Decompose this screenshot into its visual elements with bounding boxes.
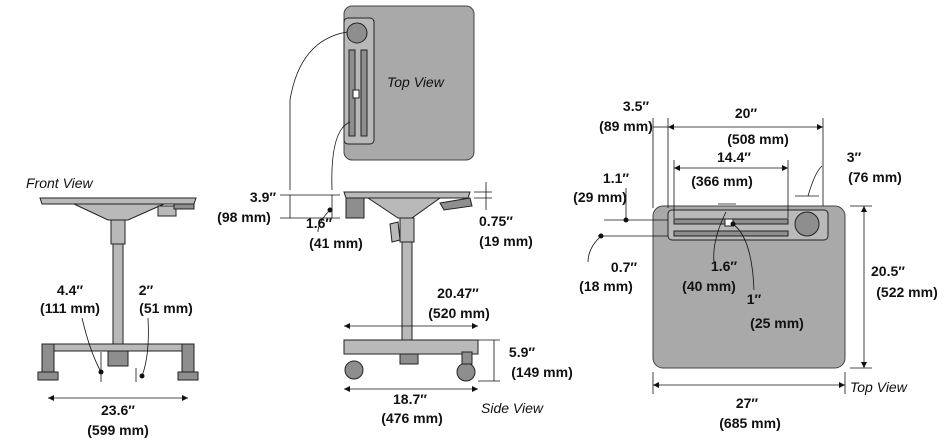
surface-depth-mm: (522 mm) [876,284,937,300]
side-base [343,339,479,355]
front-handle [173,203,195,210]
top-offset-in: 3.9″ [250,189,276,205]
surface-depth-in: 20.5″ [871,263,905,279]
front-right-caster [177,371,199,381]
front-width-mm: (599 mm) [87,422,148,438]
surface-width-in: 27″ [736,395,759,411]
front-top-bracket [73,203,165,221]
column-height-mm: (520 mm) [428,305,489,321]
base-width-in: 18.7″ [393,391,427,407]
side-base-hub [399,353,419,365]
front-base-gap-mm: (111 mm) [40,300,100,316]
front-right-leg [181,343,195,375]
side-right-caster [456,362,476,382]
front-caster-mm: (51 mm) [139,300,193,316]
base-width-mm: (476 mm) [381,410,442,426]
front-tray [157,205,177,217]
tray-depth-mm: (29 mm) [573,189,627,205]
slot-width-mm: (40 mm) [682,278,736,294]
slot-length-mm: (366 mm) [691,173,752,189]
slot-gap-mm: (18 mm) [579,278,633,294]
front-lower-column [112,243,124,345]
base-height-mm: (149 mm) [511,364,572,380]
side-tilt-handle [439,197,473,211]
cup-diameter-leader [807,165,823,197]
side-right-leg [461,351,473,365]
slot-length-in: 14.4″ [717,149,751,165]
front-base-bar [43,343,195,352]
side-upper-column [399,217,415,243]
slot-width-leader [713,211,727,263]
side-worksurface [343,191,471,199]
side-top-bracket [366,197,442,219]
column-height-in: 20.47″ [437,285,479,301]
front-width-in: 23.6″ [101,402,135,418]
edge-offset-mm: (89 mm) [599,118,653,134]
stop-width-mm: (25 mm) [750,315,804,331]
top-view-left-slot-2 [360,49,368,137]
cup-diameter-mm: (76 mm) [848,169,902,185]
front-left-leg [41,343,55,375]
tray-span-mm: (508 mm) [727,131,788,147]
top-view-right: Top View 3.5″ (89 mm) 20″ (508 mm) 14.4″… [573,98,938,431]
surface-width-mm: (685 mm) [719,415,780,431]
front-base-gap-in: 4.4″ [57,282,83,298]
top-view-right-label: Top View [850,379,908,395]
slot-width-in: 1.6″ [711,258,737,274]
side-left-caster [344,360,364,380]
tray-height-in: 1.6″ [306,215,332,231]
front-caster-leader [141,317,149,377]
top-view-left-cup-holder [346,22,368,44]
top-view-left: Top View [289,5,475,191]
front-caster-in: 2″ [139,282,154,298]
edge-offset-in: 3.5″ [623,98,649,114]
side-tray [345,197,365,219]
front-caster-dot [139,373,145,379]
tray-height-dot [327,207,333,213]
tray-depth-in: 1.1″ [603,170,629,186]
side-view: Side View 3.9″ (98 mm) 1.6″ (41 mm) 0.75… [217,182,573,426]
front-worksurface [39,197,197,205]
top-view-left-stop [352,89,360,99]
front-base-gap-leader [81,317,102,373]
tray-span-in: 20″ [735,105,758,121]
top-view-right-cup-holder [794,211,820,237]
top-view-left-label: Top View [387,74,445,90]
front-base-hub [107,350,129,367]
top-view-left-leader-2 [331,121,351,191]
base-height-in: 5.9″ [509,344,535,360]
front-view: Front View 23.6″ (599 mm) 4.4″ (111 mm) … [26,175,199,438]
cup-diameter-in: 3″ [847,149,862,165]
top-offset-mm: (98 mm) [217,209,271,225]
side-view-label: Side View [481,400,544,416]
side-lever [389,221,401,243]
stop-width-in: 1″ [747,291,762,307]
front-view-label: Front View [26,175,94,191]
front-upper-column [110,219,126,245]
front-left-caster [37,371,59,381]
surface-thickness-mm: (19 mm) [479,233,533,249]
tray-height-mm: (41 mm) [309,235,363,251]
top-view-right-surface [652,205,846,369]
slot-gap-leader [587,235,602,263]
surface-thickness-in: 0.75″ [479,213,513,229]
stop-width-dot [730,221,736,227]
slot-gap-in: 0.7″ [611,259,637,275]
top-view-left-leader-1 [289,31,348,190]
top-view-right-slot-2 [673,230,789,237]
tray-height-leader [317,209,331,233]
side-lower-column [401,241,413,341]
stop-width-leader [732,223,755,291]
